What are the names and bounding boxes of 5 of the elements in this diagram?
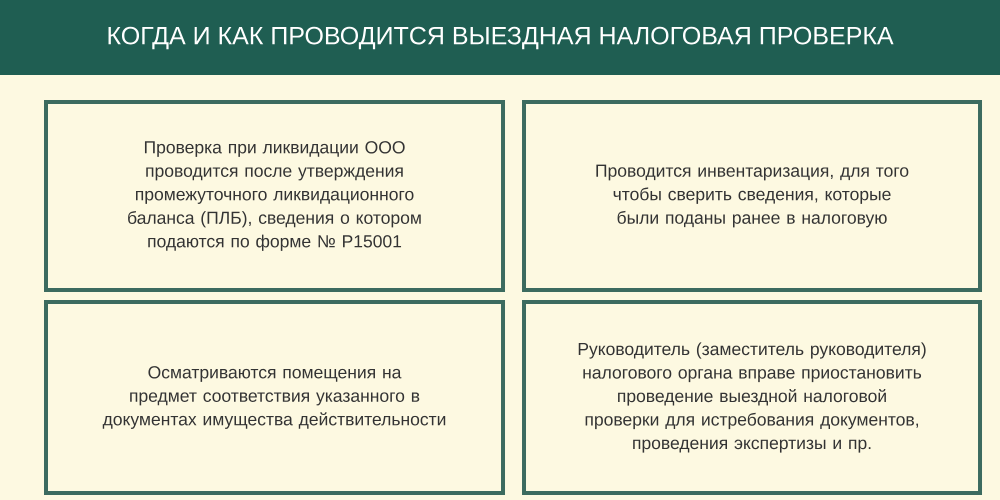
text-box: Проводится инвентаризация, для того чтобы сверить сведения, которые были поданы ранее в налоговую xyxy=(522,100,982,292)
text-box: Осматриваются помещения на предмет соответствия указанного в документах имущества действительности xyxy=(44,300,505,495)
title-banner: КОГДА И КАК ПРОВОДИТСЯ ВЫЕЗДНАЯ НАЛОГОВАЯ ПРОВЕРКА xyxy=(0,0,1000,75)
text-box: Проверка при ликвидации ООО проводится после утверждения промежуточного ликвидационного баланса (ПЛБ), сведения о котором подаются по форме № Р15001 xyxy=(44,100,505,292)
text-box: Руководитель (заместитель руководителя) налогового органа вправе приостановить проведение выездной налоговой проверки для истребования документов, проведения экспертизы и пр. xyxy=(522,300,982,495)
